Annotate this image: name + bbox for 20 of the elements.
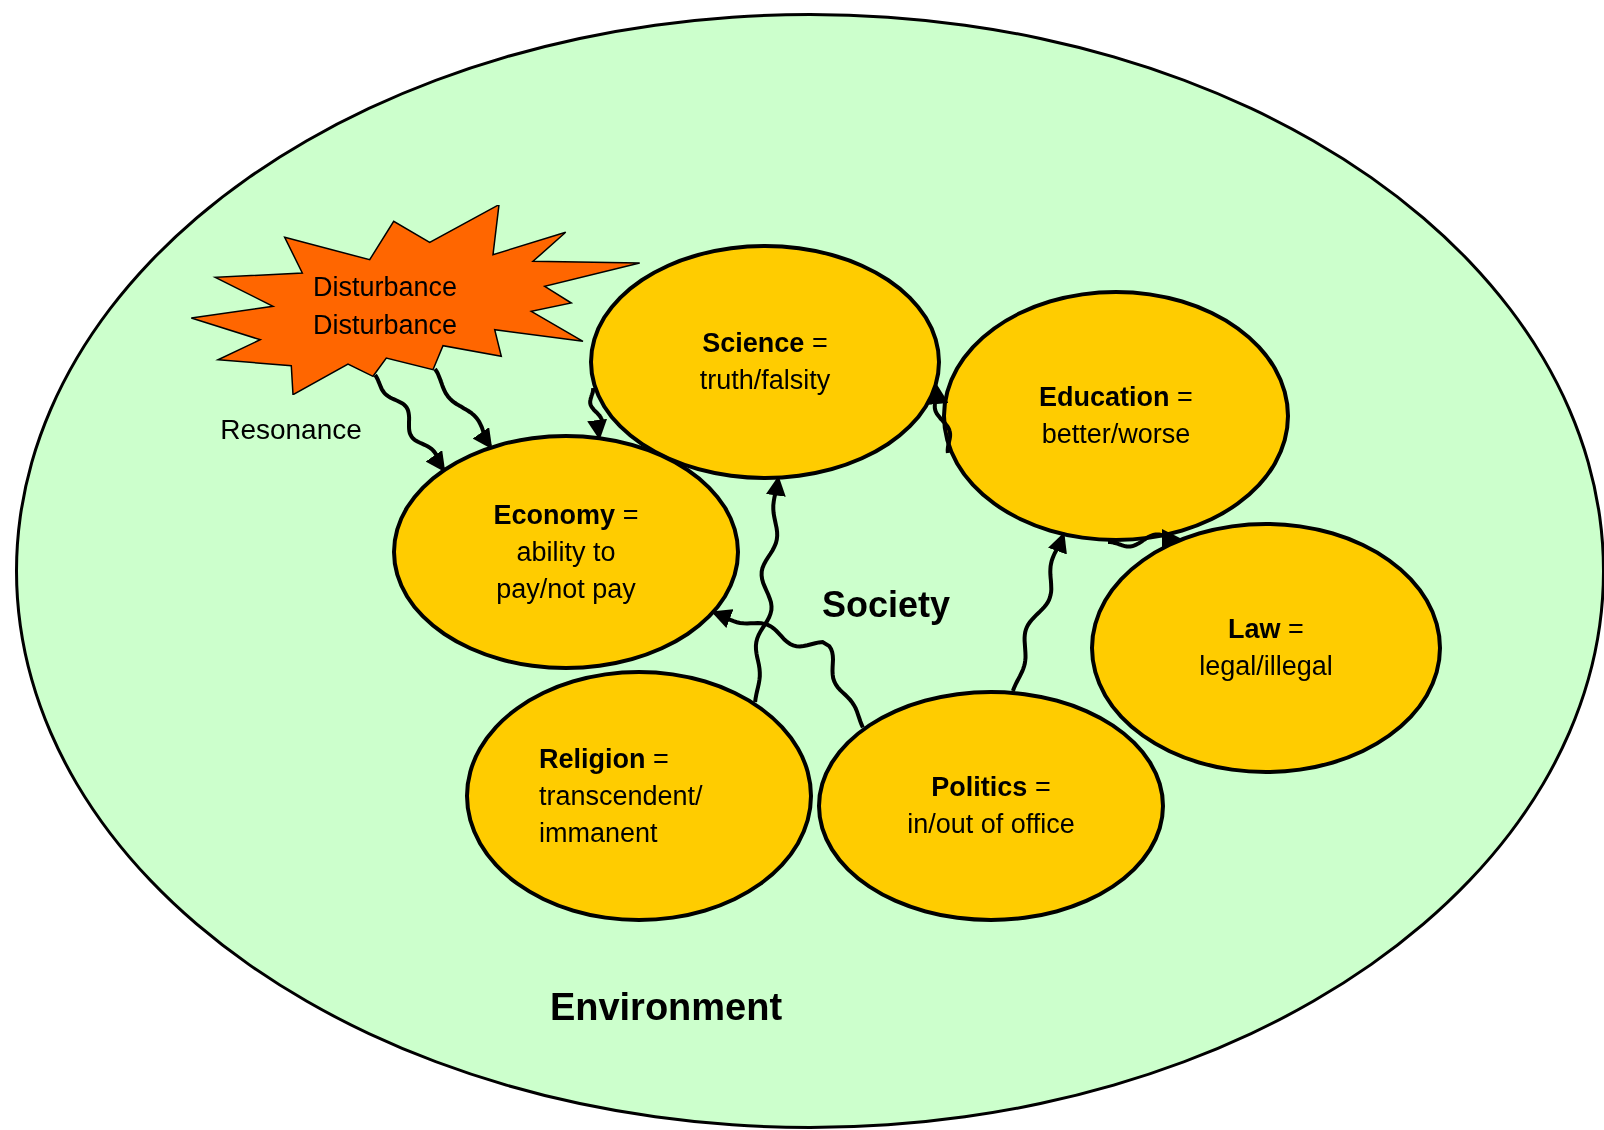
subsystem-heading: Economy = xyxy=(492,498,640,532)
subsystem-heading: Politics = xyxy=(930,771,1052,804)
resonance-label: Resonance xyxy=(219,413,363,447)
environment-label: Environment xyxy=(548,985,784,1030)
subsystem-code: transcendent/ immanent xyxy=(539,779,704,850)
disturbance-label: Disturbance Disturbance xyxy=(313,271,459,342)
subsystem-heading: Science = xyxy=(701,327,829,360)
subsystem-heading: Religion = xyxy=(539,742,670,776)
subsystem-code: ability to pay/not pay xyxy=(495,535,637,606)
wavy-arrow xyxy=(373,373,446,473)
subsystem-code: in/out of office xyxy=(906,808,1076,841)
subsystem-code: truth/falsity xyxy=(698,364,832,397)
wavy-arrow xyxy=(433,367,493,450)
society-label: Society xyxy=(820,583,952,628)
subsystem-code: better/worse xyxy=(1040,418,1192,451)
subsystem-heading: Law = xyxy=(1227,613,1305,646)
wavy-arrow xyxy=(1011,532,1067,692)
subsystem-code: legal/illegal xyxy=(1198,650,1334,683)
subsystem-heading: Education = xyxy=(1038,381,1194,414)
wavy-arrow xyxy=(711,609,865,729)
